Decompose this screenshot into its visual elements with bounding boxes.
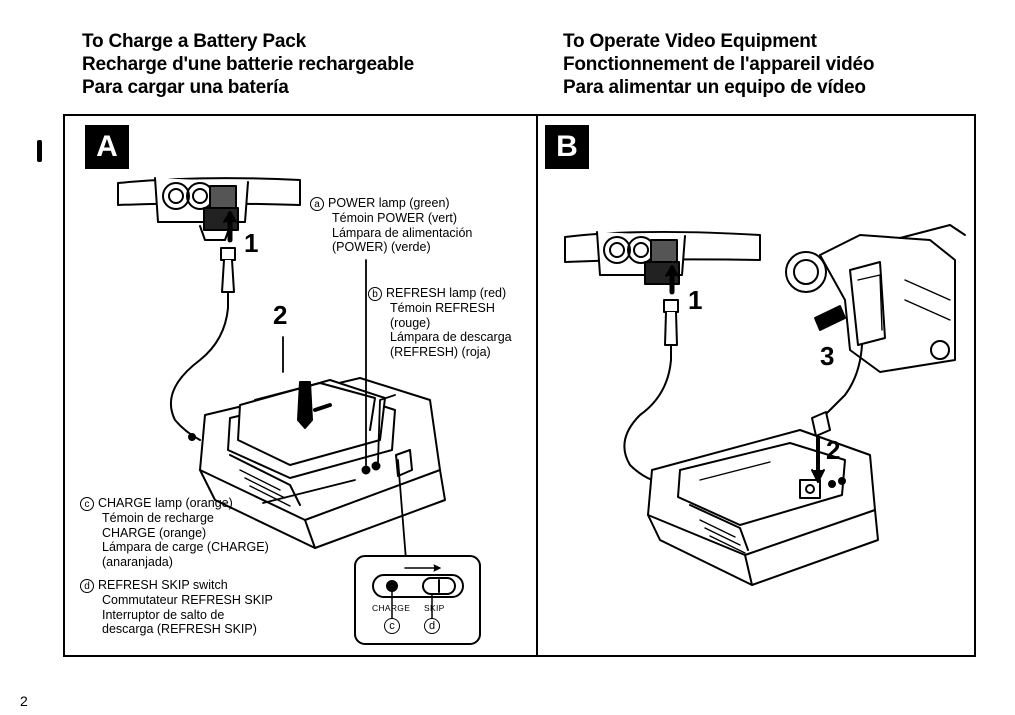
callout-d-line-4: descarga (REFRESH SKIP) bbox=[102, 622, 257, 637]
step-number-b1: 1 bbox=[688, 285, 703, 315]
marker-c: c bbox=[80, 497, 94, 511]
right-heading-fr: Fonctionnement de l'appareil vidéo bbox=[563, 54, 875, 75]
marker-d: d bbox=[80, 579, 94, 593]
callout-c-line-2: Témoin de recharge bbox=[102, 511, 214, 525]
switch-marker-d: d bbox=[424, 618, 440, 634]
lighter-plug-a-icon bbox=[170, 247, 236, 441]
callout-refresh-lamp: b REFRESH lamp (red) Témoin REFRESH (roug… bbox=[368, 286, 512, 359]
step-number-b3: 3 bbox=[820, 341, 835, 371]
callout-b-line-2: Témoin REFRESH bbox=[390, 301, 495, 315]
right-heading-en: To Operate Video Equipment bbox=[563, 31, 817, 52]
callout-c-line-3: CHARGE (orange) bbox=[102, 525, 207, 540]
callout-d-line-1: REFRESH SKIP switch bbox=[98, 578, 228, 592]
panel-b-letter: B bbox=[545, 125, 589, 169]
step-number-a1: 1 bbox=[244, 228, 259, 258]
callout-c-line-5: (anaranjada) bbox=[102, 554, 173, 569]
marker-b: b bbox=[368, 287, 382, 301]
panel-b bbox=[536, 114, 976, 657]
callout-a-line-1: POWER lamp (green) bbox=[328, 196, 450, 210]
callout-b-line-3: (rouge) bbox=[390, 315, 431, 330]
step-number-b2: 2 bbox=[826, 435, 841, 465]
switch-inset-icon bbox=[354, 555, 481, 645]
switch-marker-c: c bbox=[384, 618, 400, 634]
callout-c-line-1: CHARGE lamp (orange) bbox=[98, 496, 233, 510]
panel-a-letter: A bbox=[85, 125, 129, 169]
car-dashboard-a-icon bbox=[117, 177, 301, 243]
callout-a-line-4: (POWER) (verde) bbox=[332, 240, 431, 255]
marker-a: a bbox=[310, 197, 324, 211]
camcorder-icon bbox=[785, 224, 966, 437]
switch-label-charge: CHARGE bbox=[372, 603, 411, 613]
callout-a-line-3: Lámpara de alimentación bbox=[332, 225, 473, 240]
charger-dot-a-icon bbox=[188, 433, 196, 441]
callout-b-line-5: (REFRESH) (roja) bbox=[390, 344, 491, 359]
callout-charge-lamp: c CHARGE lamp (orange) Témoin de recharge… bbox=[80, 496, 269, 569]
switch-label-skip: SKIP bbox=[424, 603, 445, 613]
lighter-plug-b-icon bbox=[623, 299, 679, 481]
callout-a-line-2: Témoin POWER (vert) bbox=[332, 211, 458, 225]
left-heading: To Charge a Battery Pack Recharge d'une … bbox=[82, 30, 414, 99]
left-heading-en: To Charge a Battery Pack bbox=[82, 31, 306, 52]
callout-d-line-2: Commutateur REFRESH SKIP bbox=[102, 593, 273, 607]
left-heading-fr: Recharge d'une batterie rechargeable bbox=[82, 54, 415, 75]
margin-mark bbox=[37, 140, 42, 162]
callout-c-line-4: Lámpara de carge (CHARGE) bbox=[102, 540, 269, 555]
right-heading: To Operate Video Equipment Fonctionnemen… bbox=[563, 30, 874, 99]
right-heading-es: Para alimentar un equipo de vídeo bbox=[563, 77, 866, 98]
step-number-a2: 2 bbox=[273, 300, 288, 330]
callout-b-line-1: REFRESH lamp (red) bbox=[386, 286, 507, 300]
callout-refresh-skip-switch: d REFRESH SKIP switch Commutateur REFRESH… bbox=[80, 578, 273, 637]
page-number: 2 bbox=[20, 693, 28, 709]
callout-b-line-4: Lámpara de descarga bbox=[390, 330, 512, 345]
callout-d-line-3: Interruptor de salto de bbox=[102, 607, 225, 622]
left-heading-es: Para cargar una batería bbox=[82, 77, 289, 98]
car-dashboard-b-icon bbox=[564, 230, 761, 295]
charger-unit-b-icon bbox=[647, 429, 879, 586]
